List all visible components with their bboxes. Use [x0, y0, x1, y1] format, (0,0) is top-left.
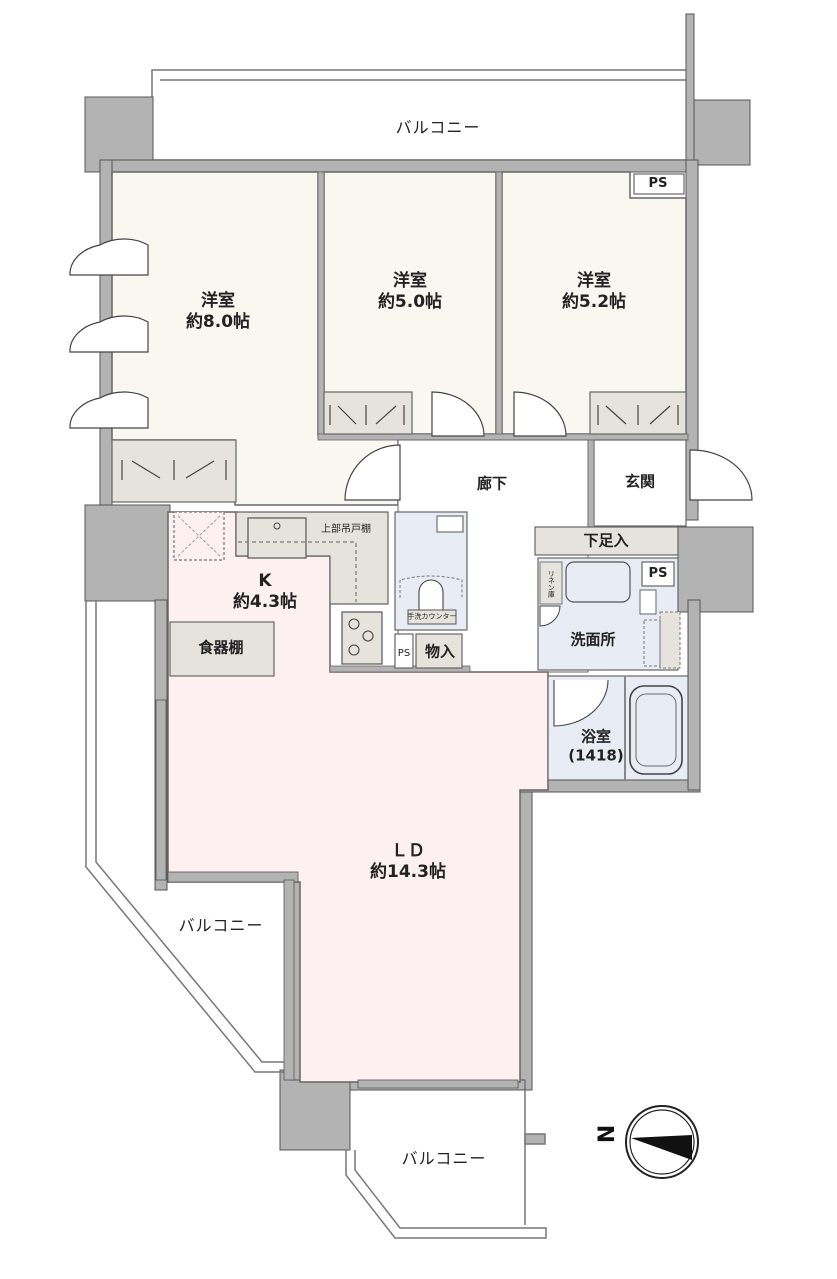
room-label-western-3: 洋室 約5.2帖	[562, 271, 626, 314]
ps-kitchen-box	[394, 633, 414, 669]
room-size: 約14.3帖	[370, 862, 446, 882]
room-name: 洋室	[201, 290, 235, 311]
casement-windows	[69, 238, 149, 429]
ps-top-box	[633, 173, 685, 195]
window-frames	[155, 699, 519, 1089]
fridge-space	[173, 511, 225, 561]
balcony-top	[151, 69, 691, 161]
shoe-storage-box	[534, 526, 679, 556]
room-label-hallway: 廊下	[476, 474, 508, 493]
compass-north-label: N	[591, 1124, 617, 1144]
stove	[341, 611, 383, 665]
ps-wash-label: PS	[648, 565, 668, 581]
wash-shelf-label: リネン庫	[547, 570, 556, 598]
room-name: K	[258, 570, 272, 591]
room-name: 浴室	[580, 727, 611, 746]
room-size: 約5.0帖	[377, 292, 443, 312]
interior-walls	[317, 171, 689, 441]
room-label-living-dining: ＬＤ 約14.3帖	[370, 841, 446, 884]
room-name: 洋室	[577, 270, 611, 291]
room-name: 洋室	[393, 270, 427, 291]
western-room-2-floor	[323, 171, 497, 435]
room-label-shoe-storage: 下足入	[583, 531, 629, 550]
ps-wash-box	[641, 561, 675, 587]
entrance-floor	[593, 439, 687, 527]
ps-top-label: PS	[648, 175, 668, 191]
room-label-western-1: 洋室 約8.0帖	[186, 291, 250, 334]
room-label-entrance: 玄関	[624, 472, 656, 491]
balcony-left-label: バルコニー	[178, 916, 264, 935]
room-name: ＬＤ	[390, 840, 425, 861]
room-label-bathroom: 浴室 (1418)	[568, 727, 623, 765]
room-label-storage: 物入	[424, 642, 456, 661]
room-label-kitchen: K 約4.3帖	[233, 571, 297, 614]
balcony-bottom-label: バルコニー	[401, 1149, 487, 1168]
room-size: 約5.2帖	[561, 292, 627, 312]
kitchen-sink	[247, 517, 307, 559]
closet-door-symbols	[121, 405, 679, 480]
kitchen-upper-cabinet-label: 上部吊戸棚	[321, 523, 371, 535]
toilet-counter-label: 手洗カウンター	[407, 612, 457, 621]
compass-icon	[625, 1105, 699, 1179]
room-label-cupboard: 食器棚	[198, 638, 244, 657]
ps-kitchen-label: PS	[397, 647, 411, 659]
closets	[111, 391, 687, 503]
room-size: 約8.0帖	[185, 312, 251, 332]
balcony-top-label: バルコニー	[395, 118, 481, 137]
room-size: (1418)	[568, 746, 624, 764]
balcony-bottom	[345, 1090, 547, 1239]
room-size: 約4.3帖	[232, 592, 298, 612]
cupboard-box	[169, 621, 275, 677]
balcony-left	[85, 600, 290, 1073]
room-label-western-2: 洋室 約5.0帖	[378, 271, 442, 314]
bathtub	[629, 685, 683, 775]
room-label-washroom: 洗面所	[570, 630, 616, 649]
storage-box	[415, 633, 463, 669]
